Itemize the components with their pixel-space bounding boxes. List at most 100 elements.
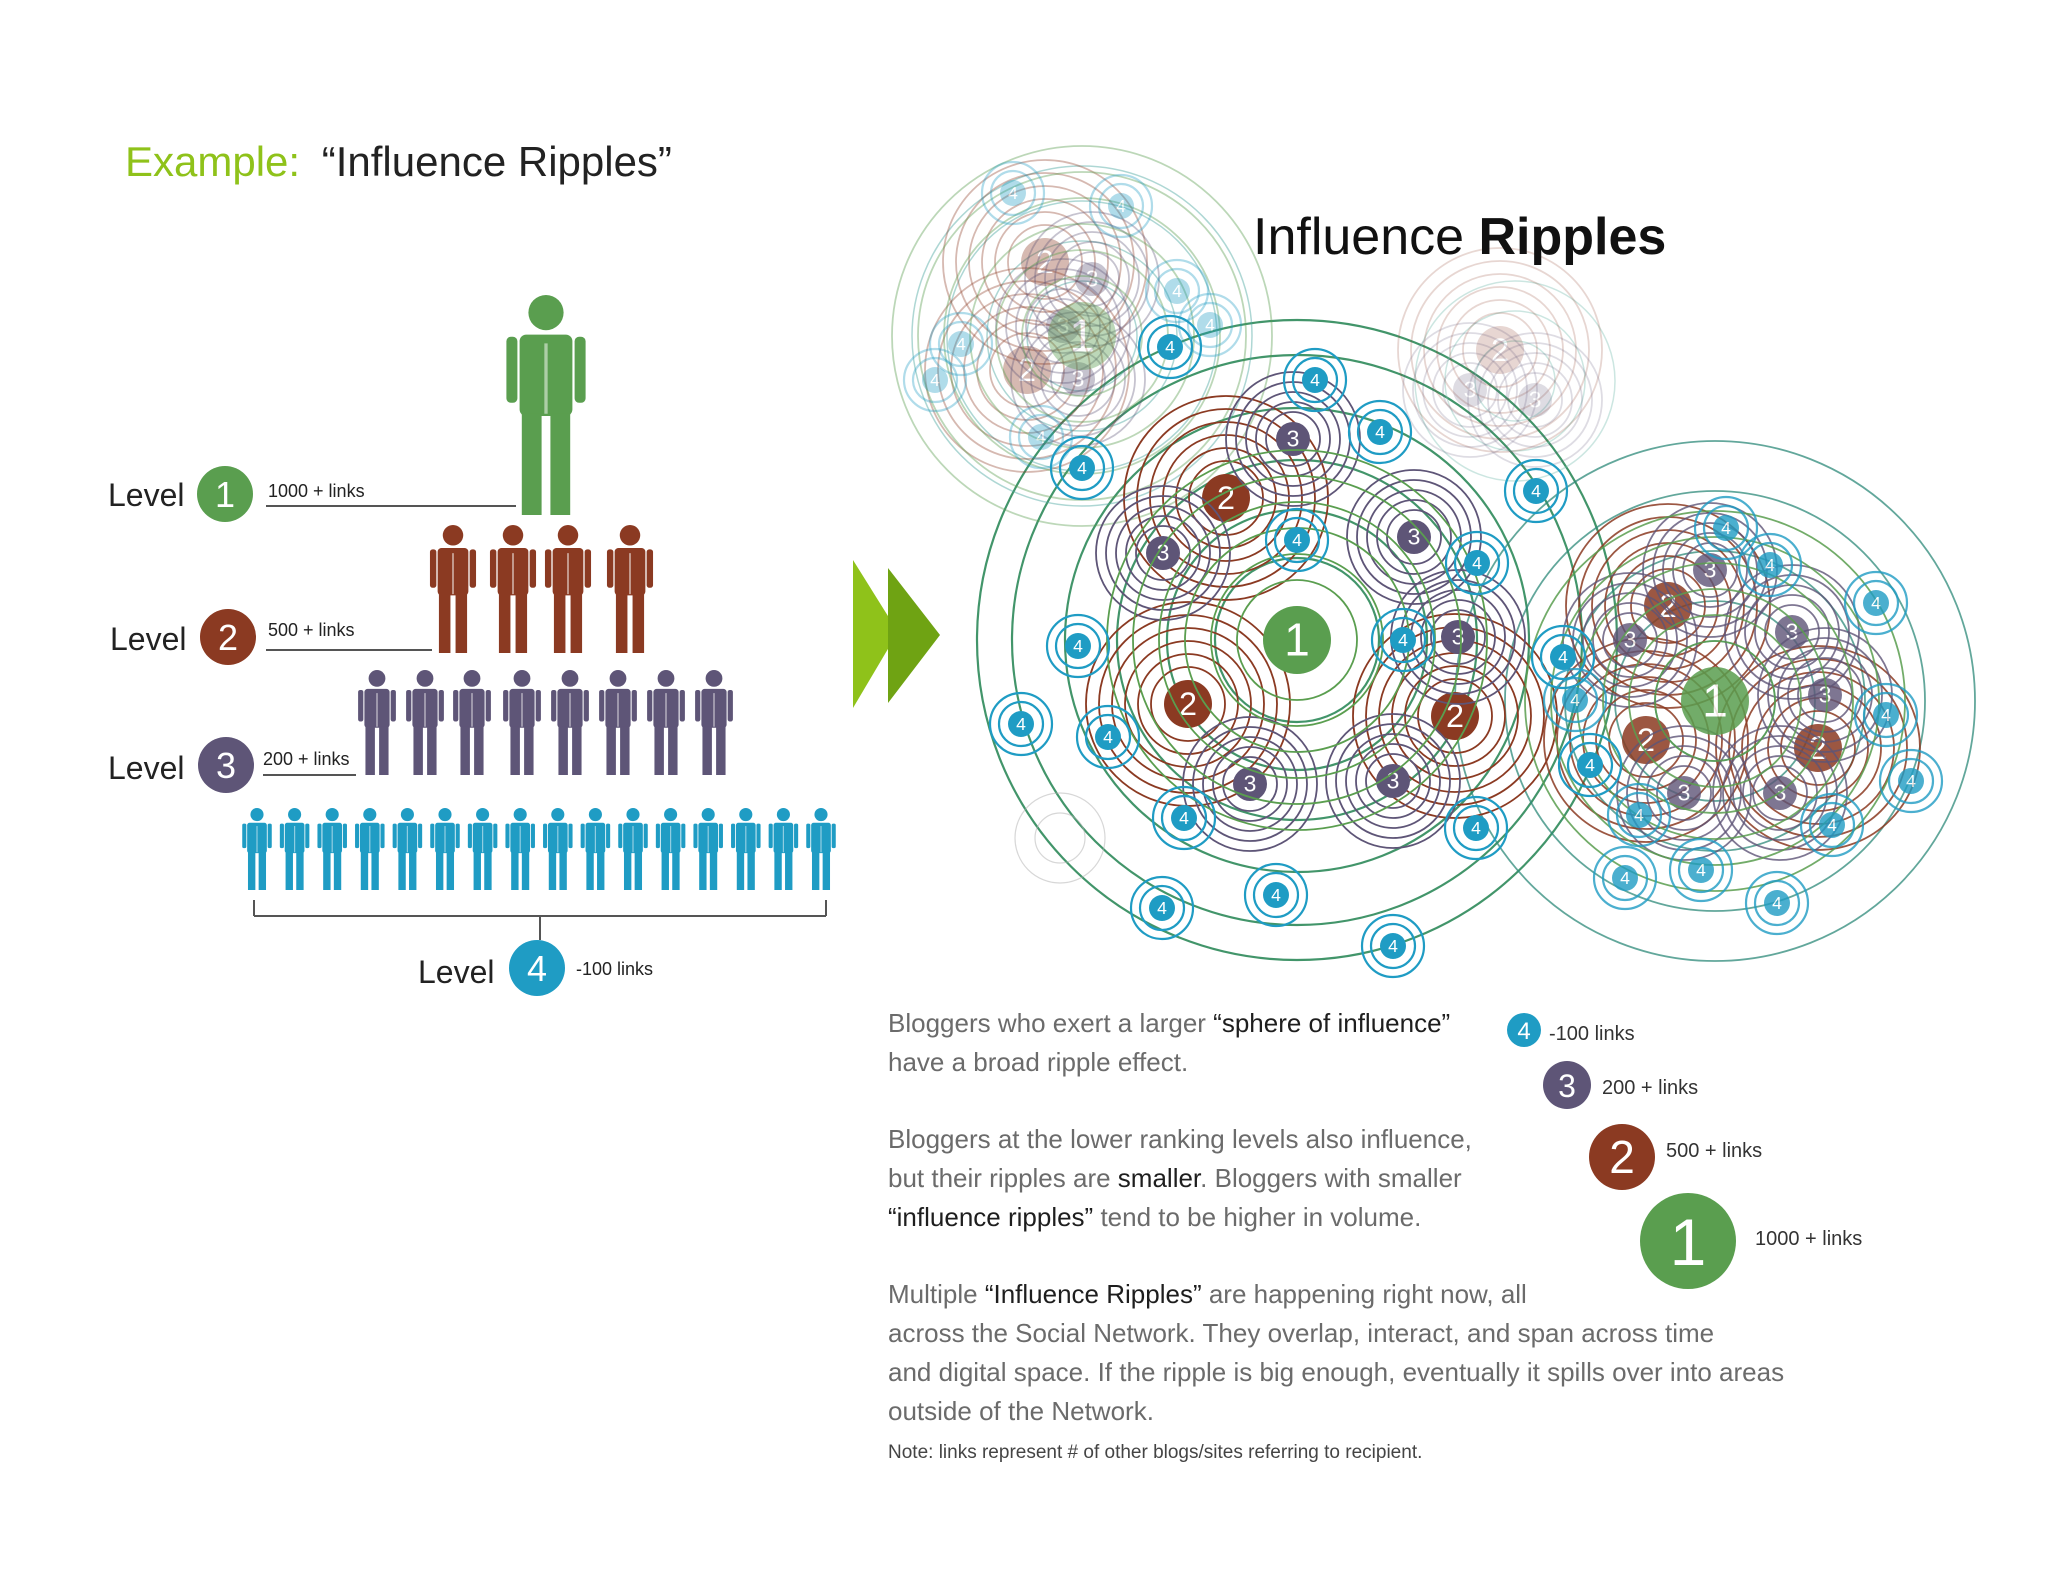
svg-text:4: 4 [1827,815,1837,835]
svg-text:3: 3 [1287,426,1300,452]
level-2-person-icon [606,525,654,653]
ripple-node-level-4: 4 [1264,507,1330,573]
level-4-person-icon [242,808,272,890]
svg-text:4: 4 [1881,705,1891,725]
legend-4-number: 4 [1517,1018,1530,1045]
paragraph-sphere: Bloggers who exert a larger “sphere of i… [888,1004,1450,1082]
level-3-person-icon [406,670,444,775]
ripple-node-level-4: 4 [1737,532,1803,598]
level-4-person-icon [731,808,761,890]
level-3-person-icon [503,670,541,775]
ripple-node-level-4: 4 [1799,792,1865,858]
level-3-person-icon [647,670,685,775]
ripples-title-light: Influence [1253,208,1479,266]
ripple-node-level-4: 4 [928,311,994,377]
svg-text:4: 4 [1634,805,1644,825]
ripple-node-level-4: 4 [1370,607,1436,673]
svg-text:4: 4 [1721,518,1731,538]
ripple-node-level-1: 1 [891,145,1273,527]
title-text: “Influence Ripples” [322,138,672,185]
p2-text-3: . Bloggers with smaller [1200,1163,1462,1193]
ripple-node-level-4: 4 [1530,624,1596,690]
svg-text:4: 4 [1558,647,1568,667]
svg-text:4: 4 [1696,860,1706,880]
level-2-person-icon [544,525,592,653]
svg-text:4: 4 [956,334,966,354]
svg-text:4: 4 [1205,315,1215,335]
svg-text:4: 4 [1016,714,1026,734]
svg-text:2: 2 [1036,244,1054,280]
legend: 4 -100 links 3 200 + links 2 500 + links… [1507,1013,1862,1289]
ripple-node-level-4: 4 [1177,292,1243,358]
level-4-links: -100 links [576,959,653,979]
svg-text:4: 4 [1871,593,1881,613]
ripple-node-level-4: 4 [1668,837,1734,903]
svg-text:4: 4 [1906,771,1916,791]
level-word: Level [108,750,185,786]
level-3-person-icon [358,670,396,775]
svg-text:4: 4 [1179,808,1189,828]
p1-text-2: have a broad ripple effect. [888,1047,1189,1077]
level-4-person-icon [806,808,836,890]
ripple-node-level-3: 3 [995,258,1131,394]
svg-text:4: 4 [1472,553,1482,573]
ripple-node-level-4: 4 [1347,399,1413,465]
p3-text-3: across the Social Network. They overlap,… [888,1318,1715,1348]
level-3-person-icon [599,670,637,775]
svg-text:4: 4 [930,370,940,390]
svg-text:4: 4 [1388,936,1398,956]
ripple-node-level-4: 4 [1693,495,1759,561]
ripple-node-level-4: 4 [1878,748,1944,814]
level-3-person-icon [695,670,733,775]
level-2-badge [200,609,256,665]
svg-text:4: 4 [1165,337,1175,357]
svg-text:2: 2 [1018,352,1036,388]
svg-text:1: 1 [1284,613,1310,665]
svg-text:3: 3 [1819,682,1832,708]
level-2-person-icon [489,525,537,653]
ripple-node-level-3: 3 [1757,627,1893,763]
paragraph-multiple: Multiple “Influence Ripples” are happeni… [888,1275,1784,1431]
ripple-node-level-1: 1 [1524,510,1906,892]
svg-text:4: 4 [1157,898,1167,918]
ripple-node-level-3: 3 [1325,713,1461,849]
p2-highlight-2: “influence ripples” [888,1202,1094,1232]
legend-item-4: 4 -100 links [1507,1013,1635,1047]
ripple-node-level-4: 4 [1503,458,1569,524]
ripple-node-level-3: 3 [1467,332,1603,468]
p2-text: Bloggers at the lower ranking levels als… [888,1124,1472,1154]
svg-text:3: 3 [1072,366,1085,392]
ripples-diagram: 2233314444444233222333333222333333114444… [891,145,1976,979]
svg-text:3: 3 [1624,627,1637,653]
level-4-person-icon [430,808,460,890]
svg-text:2: 2 [1446,698,1464,734]
ripple-node-level-4: 4 [1008,404,1074,470]
svg-text:3: 3 [1452,624,1465,650]
legend-item-2: 2 500 + links [1589,1124,1762,1190]
legend-2-label: 500 + links [1666,1140,1762,1162]
svg-text:3: 3 [1244,771,1257,797]
svg-text:4: 4 [1471,818,1481,838]
legend-4-label: -100 links [1549,1023,1635,1045]
ripple-node-level-4: 4 [1542,667,1608,733]
svg-text:3: 3 [1057,313,1070,339]
svg-text:4: 4 [1116,196,1126,216]
legend-3-number: 3 [1558,1068,1576,1104]
legend-item-1: 1 1000 + links [1640,1193,1862,1289]
level-2-links: 500 + links [268,620,355,640]
svg-text:3: 3 [1086,266,1099,292]
svg-text:4: 4 [1570,690,1580,710]
svg-text:4: 4 [1292,530,1302,550]
level-1-label: Level 1 1000 + links [108,466,516,522]
ripple-node-level-4: 4 [1129,875,1195,941]
level-4-person-icon [355,808,385,890]
svg-text:3: 3 [1408,524,1421,550]
level-4-badge [509,940,565,996]
p3-text-4: and digital space. If the ripple is big … [888,1357,1785,1387]
level-4-person-icon [505,808,535,890]
svg-text:4: 4 [1271,885,1281,905]
level-3-badge [198,737,254,793]
p3-text-2: are happening right now, all [1201,1279,1527,1309]
level-3-label: Level 3 200 + links [108,737,356,793]
arrow-right-icon [853,560,940,708]
